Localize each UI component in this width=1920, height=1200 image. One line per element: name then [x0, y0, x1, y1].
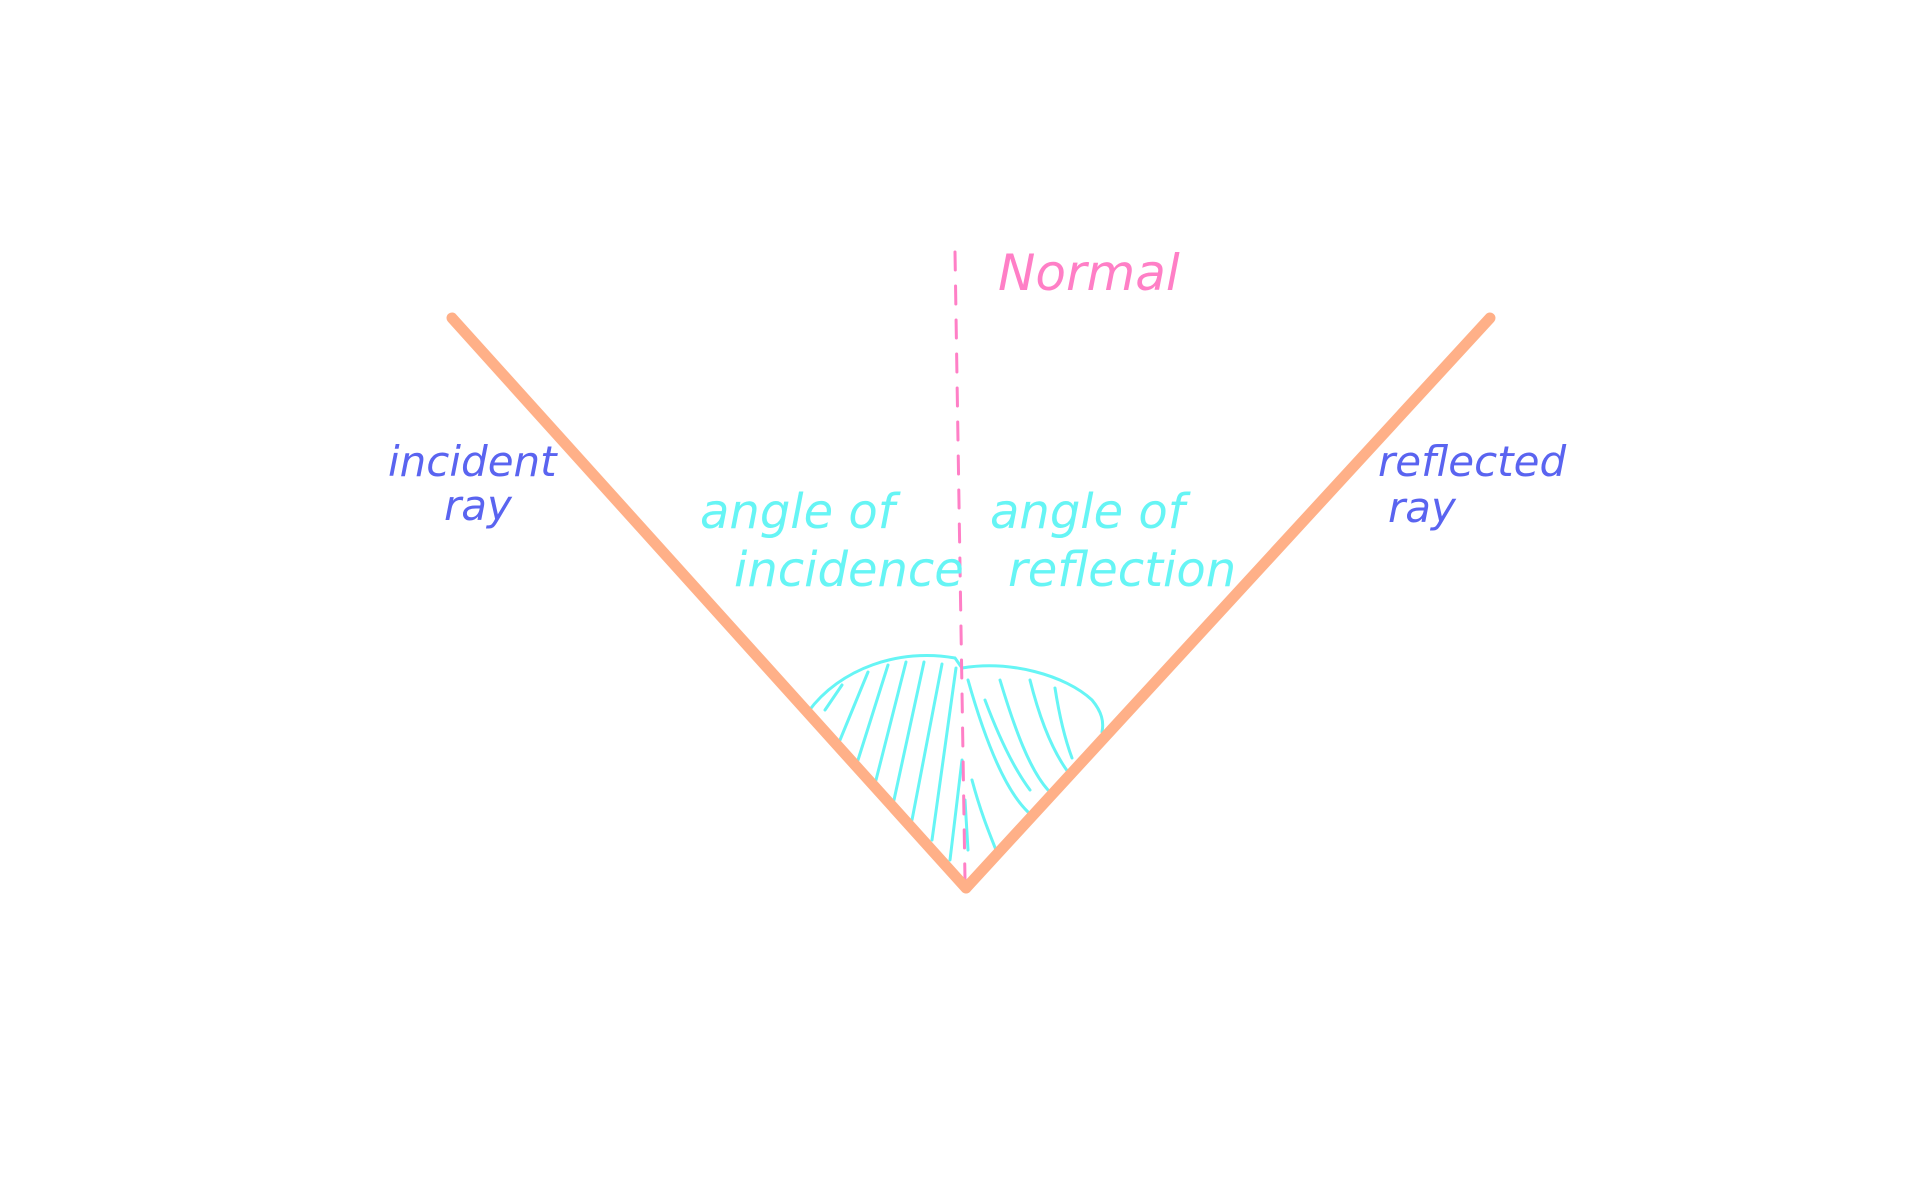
angle-of-reflection-label-line2: reflection — [1008, 542, 1236, 598]
normal-line — [953, 250, 967, 882]
angle-of-reflection-shading — [960, 664, 1105, 852]
angle-of-reflection-label-line1: angle of — [990, 484, 1191, 540]
normal-label: Normal — [998, 244, 1180, 302]
angle-of-incidence-shading — [806, 654, 964, 862]
reflected-ray-label-line2: ray — [1388, 483, 1457, 532]
reflected-ray-label-line1: reflected — [1378, 437, 1566, 486]
angle-of-incidence-label-line2: incidence — [734, 542, 964, 598]
incident-ray-line — [446, 312, 972, 894]
angle-of-incidence-label-line1: angle of — [700, 484, 901, 540]
incident-ray-label-line1: incident — [388, 437, 558, 486]
incident-ray-label-line2: ray — [444, 481, 513, 530]
reflected-ray-line — [960, 312, 1496, 894]
